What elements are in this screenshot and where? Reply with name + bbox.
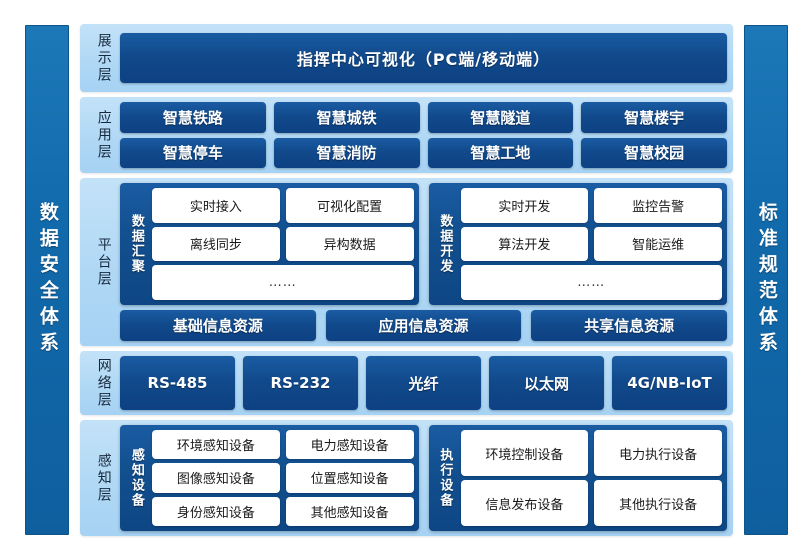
network-grid: RS-485 RS-232 光纤 以太网 4G/NB-IoT [120, 356, 727, 410]
layer-label-application-text: 应用层 [95, 109, 112, 161]
layer-stack: 展示层 指挥中心可视化（PC端/移动端） 应用层 智慧铁路 智慧城铁 智慧隧道 … [80, 24, 733, 536]
aggregation-item-offline-sync[interactable]: 离线同步 [152, 226, 280, 262]
layer-body-network: RS-485 RS-232 光纤 以太网 4G/NB-IoT [120, 356, 727, 410]
aggregation-item-visual-config[interactable]: 可视化配置 [285, 188, 414, 223]
layer-body-application: 智慧铁路 智慧城铁 智慧隧道 智慧楼宇 智慧停车 智慧消防 智慧工地 智慧校园 [120, 102, 727, 168]
sensing-item-identity[interactable]: 身份感知设备 [152, 496, 280, 526]
network-item-fiber[interactable]: 光纤 [366, 356, 481, 410]
platform-group-data-development: 数据开发 实时开发 监控告警 算法开发 智能运维 …… [428, 183, 727, 305]
group-label-data-aggregation: 数据汇聚 [125, 188, 147, 300]
network-item-rs232[interactable]: RS-232 [243, 356, 358, 410]
layer-label-network-text: 网络层 [95, 357, 112, 409]
application-item-smart-campus[interactable]: 智慧校园 [581, 137, 727, 168]
resource-item-shared-information[interactable]: 共享信息资源 [531, 310, 727, 341]
layer-body-presentation: 指挥中心可视化（PC端/移动端） [120, 29, 727, 87]
group-label-data-development-text: 数据开发 [437, 214, 453, 274]
network-item-rs485[interactable]: RS-485 [120, 356, 235, 410]
aggregation-item-realtime-ingest[interactable]: 实时接入 [152, 188, 280, 223]
development-item-monitoring-alarm[interactable]: 监控告警 [594, 188, 722, 223]
actuating-item-other[interactable]: 其他执行设备 [594, 480, 722, 526]
layer-presentation: 展示层 指挥中心可视化（PC端/移动端） [80, 24, 733, 92]
sensing-item-location[interactable]: 位置感知设备 [285, 463, 414, 493]
group-label-data-aggregation-text: 数据汇聚 [128, 214, 144, 274]
layer-label-platform: 平台层 [86, 183, 120, 341]
layer-application: 应用层 智慧铁路 智慧城铁 智慧隧道 智慧楼宇 智慧停车 智慧消防 智慧工地 智… [80, 97, 733, 173]
application-item-smart-building[interactable]: 智慧楼宇 [581, 102, 727, 133]
platform-group-data-aggregation: 数据汇聚 实时接入 可视化配置 离线同步 异构数据 …… [120, 183, 419, 305]
perception-group-actuating-items: 环境控制设备 电力执行设备 信息发布设备 其他执行设备 [460, 430, 722, 526]
aggregation-item-heterogeneous-data[interactable]: 异构数据 [285, 226, 414, 262]
layer-label-presentation-text: 展示层 [95, 32, 112, 84]
development-item-realtime-dev[interactable]: 实时开发 [460, 188, 589, 223]
layer-body-perception: 感知设备 环境感知设备 电力感知设备 图像感知设备 位置感知设备 身份感知设备 … [120, 425, 727, 531]
layer-label-perception: 感知层 [86, 425, 120, 531]
aggregation-item-more[interactable]: …… [152, 265, 414, 300]
layer-network: 网络层 RS-485 RS-232 光纤 以太网 4G/NB-IoT [80, 351, 733, 415]
actuating-item-environment-control[interactable]: 环境控制设备 [460, 430, 589, 476]
platform-resource-row: 基础信息资源 应用信息资源 共享信息资源 [120, 310, 727, 341]
right-pillar-label: 标准规范体系 [755, 202, 778, 358]
layer-perception: 感知层 感知设备 环境感知设备 电力感知设备 图像感知设备 位置感知设备 [80, 420, 733, 536]
left-pillar-data-security: 数据安全体系 [24, 24, 70, 536]
resource-item-application-information[interactable]: 应用信息资源 [325, 310, 522, 341]
left-pillar-label: 数据安全体系 [36, 202, 59, 358]
right-pillar-standards-system: 标准规范体系 [743, 24, 789, 536]
perception-group-actuating-devices: 执行设备 环境控制设备 电力执行设备 信息发布设备 其他执行设备 [428, 425, 727, 531]
perception-group-sensing-items: 环境感知设备 电力感知设备 图像感知设备 位置感知设备 身份感知设备 其他感知设… [152, 430, 414, 526]
presentation-hero-card[interactable]: 指挥中心可视化（PC端/移动端） [120, 33, 727, 83]
application-grid: 智慧铁路 智慧城铁 智慧隧道 智慧楼宇 智慧停车 智慧消防 智慧工地 智慧校园 [120, 102, 727, 168]
platform-group-data-development-items: 实时开发 监控告警 算法开发 智能运维 …… [460, 188, 722, 300]
sensing-item-environment[interactable]: 环境感知设备 [152, 430, 280, 460]
application-item-smart-parking[interactable]: 智慧停车 [120, 137, 266, 168]
platform-group-data-aggregation-items: 实时接入 可视化配置 离线同步 异构数据 …… [152, 188, 414, 300]
group-label-actuating-devices-text: 执行设备 [437, 448, 453, 508]
resource-item-basic-information[interactable]: 基础信息资源 [120, 310, 316, 341]
application-item-smart-construction-site[interactable]: 智慧工地 [427, 137, 574, 168]
network-item-4g-nbiot[interactable]: 4G/NB-IoT [612, 356, 727, 410]
application-item-smart-railway[interactable]: 智慧铁路 [120, 102, 266, 133]
layer-label-perception-text: 感知层 [95, 452, 112, 504]
perception-groups: 感知设备 环境感知设备 电力感知设备 图像感知设备 位置感知设备 身份感知设备 … [120, 425, 727, 531]
network-item-ethernet[interactable]: 以太网 [489, 356, 604, 410]
group-label-sensing-devices-text: 感知设备 [128, 448, 144, 508]
sensing-item-power[interactable]: 电力感知设备 [285, 430, 414, 460]
layer-platform: 平台层 数据汇聚 实时接入 可视化配置 离线同步 异构数据 [80, 178, 733, 346]
application-item-smart-tunnel[interactable]: 智慧隧道 [427, 102, 574, 133]
actuating-item-information-release[interactable]: 信息发布设备 [460, 480, 589, 526]
layer-label-presentation: 展示层 [86, 29, 120, 87]
group-label-sensing-devices: 感知设备 [125, 430, 147, 526]
actuating-item-power-execution[interactable]: 电力执行设备 [594, 430, 722, 476]
platform-groups: 数据汇聚 实时接入 可视化配置 离线同步 异构数据 …… 数 [120, 183, 727, 305]
sensing-item-image[interactable]: 图像感知设备 [152, 463, 280, 493]
development-item-algorithm-dev[interactable]: 算法开发 [460, 226, 589, 262]
application-item-smart-metro[interactable]: 智慧城铁 [273, 102, 420, 133]
development-item-intelligent-ops[interactable]: 智能运维 [594, 226, 722, 262]
layer-label-network: 网络层 [86, 356, 120, 410]
development-item-more[interactable]: …… [460, 265, 722, 300]
sensing-item-other[interactable]: 其他感知设备 [285, 496, 414, 526]
group-label-data-development: 数据开发 [434, 188, 456, 300]
application-item-smart-firefighting[interactable]: 智慧消防 [273, 137, 420, 168]
perception-group-sensing-devices: 感知设备 环境感知设备 电力感知设备 图像感知设备 位置感知设备 身份感知设备 … [120, 425, 419, 531]
layer-label-platform-text: 平台层 [95, 236, 112, 288]
layer-body-platform: 数据汇聚 实时接入 可视化配置 离线同步 异构数据 …… 数 [120, 183, 727, 341]
layer-label-application: 应用层 [86, 102, 120, 168]
group-label-actuating-devices: 执行设备 [434, 430, 456, 526]
